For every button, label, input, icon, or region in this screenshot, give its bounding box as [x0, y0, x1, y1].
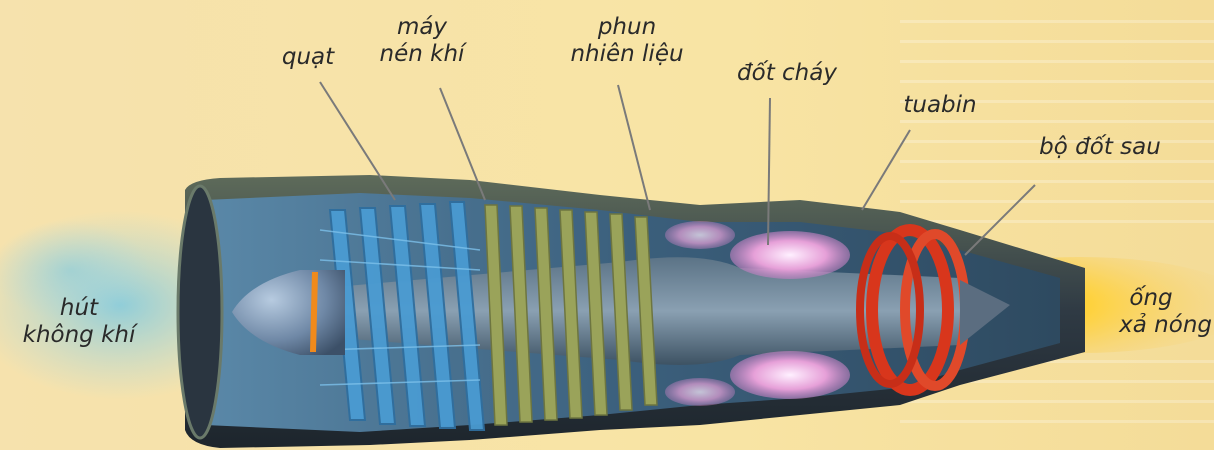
label-combustion: đốt cháy: [722, 60, 852, 87]
label-fan: quạt: [268, 44, 348, 71]
combustion-chamber-top: [730, 231, 850, 279]
label-turbine: tuabin: [890, 92, 990, 119]
label-compressor: máy nén khí: [362, 14, 482, 68]
intake-lip: [178, 186, 222, 438]
label-fuel-line2: nhiên liệu: [562, 41, 692, 68]
label-exhaust-line1: ống: [1090, 285, 1212, 312]
label-turbine-text: tuabin: [890, 92, 990, 119]
label-hot-exhaust: ống xả nóng: [1090, 285, 1212, 339]
label-compressor-line1: máy: [362, 14, 482, 41]
label-fan-text: quạt: [268, 44, 348, 71]
label-fuel-line1: phun: [562, 14, 692, 41]
label-afterburner-text: bộ đốt sau: [1020, 134, 1180, 161]
label-exhaust-line2: xả nóng: [1090, 312, 1212, 339]
label-intake-line1: hút: [4, 295, 154, 322]
label-afterburner: bộ đốt sau: [1020, 134, 1180, 161]
label-intake-line2: không khí: [4, 322, 154, 349]
label-compressor-line2: nén khí: [362, 41, 482, 68]
label-air-intake: hút không khí: [4, 295, 154, 349]
combustion-chamber-bottom: [730, 351, 850, 399]
label-combustion-text: đốt cháy: [722, 60, 852, 87]
label-fuel-injection: phun nhiên liệu: [562, 14, 692, 68]
